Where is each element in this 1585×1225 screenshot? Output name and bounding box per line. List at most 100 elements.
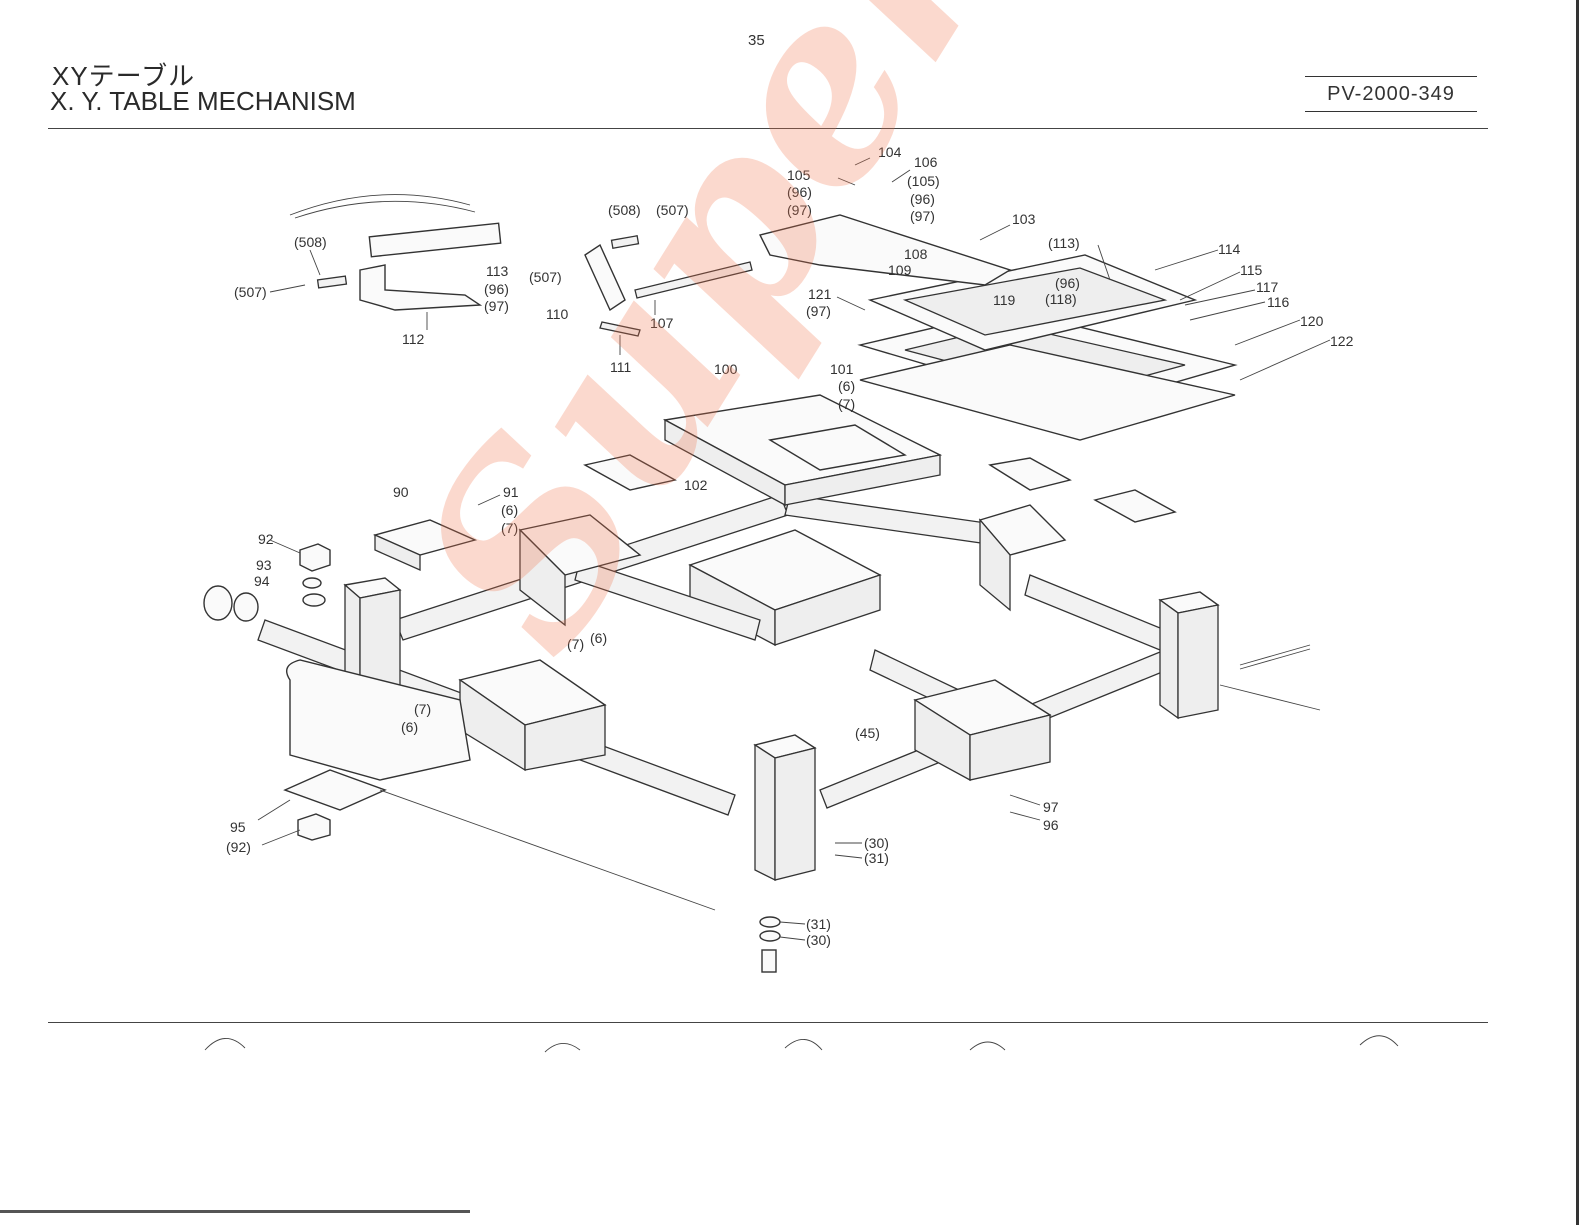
washer-93 — [302, 577, 322, 589]
bearing-block-right-center — [913, 679, 1052, 782]
callout-31-ref: (31) — [864, 850, 889, 866]
base-casting-left — [286, 659, 471, 781]
callout-labels: 104 106 105 (105) (96) (96) (97) (97) 10… — [226, 144, 1354, 948]
callout-107: 107 — [650, 315, 674, 331]
callout-507-ref: (507) — [234, 284, 267, 300]
callout-110: 110 — [546, 306, 569, 322]
callout-93: 93 — [256, 557, 272, 573]
pin-508-right — [610, 235, 640, 249]
callout-45-ref: (45) — [855, 725, 880, 741]
callout-121: 121 — [808, 286, 832, 302]
callout-30-ref: (30) — [864, 835, 889, 851]
air-cylinder-assembly — [289, 194, 502, 258]
base-plate-95 — [283, 769, 387, 811]
callout-7-ref: (7) — [501, 520, 518, 536]
callout-92: 92 — [258, 531, 274, 547]
callout-508-ref: (508) — [608, 202, 641, 218]
callout-120: 120 — [1300, 313, 1324, 329]
cross-rod — [574, 559, 761, 641]
callout-97: 97 — [1043, 799, 1059, 815]
callout-97-ref: (97) — [787, 202, 812, 218]
callout-30-ref: (30) — [806, 932, 831, 948]
callout-122: 122 — [1330, 333, 1354, 349]
callout-31-ref: (31) — [806, 916, 831, 932]
collar-left — [203, 585, 259, 622]
callout-108: 108 — [904, 246, 928, 262]
bearing-block-rear-center — [518, 514, 642, 627]
callout-118-ref: (118) — [1045, 291, 1077, 307]
bearing-block-right-rear — [978, 504, 1067, 612]
leader-lines — [257, 157, 1331, 941]
knob-92 — [299, 543, 331, 572]
cover-plate-right — [988, 457, 1072, 491]
callout-96-ref: (96) — [787, 184, 812, 200]
callout-104: 104 — [878, 144, 902, 160]
callout-103: 103 — [1012, 211, 1036, 227]
callout-97-ref: (97) — [910, 208, 935, 224]
callout-97-ref: (97) — [806, 303, 831, 319]
callout-114: 114 — [1218, 241, 1241, 257]
rod-107 — [634, 261, 753, 299]
callout-96-ref: (96) — [484, 281, 509, 297]
callout-507-ref: (507) — [529, 269, 562, 285]
callout-7-ref: (7) — [414, 701, 431, 717]
cover-plate-90 — [372, 519, 478, 572]
callout-90: 90 — [393, 484, 409, 500]
callout-6-ref: (6) — [401, 719, 418, 735]
callout-96: 96 — [1043, 817, 1059, 833]
title-english: X. Y. TABLE MECHANISM — [50, 86, 356, 116]
callout-91: 91 — [503, 484, 519, 500]
binder-hole-marks — [204, 1035, 1399, 1053]
far-right-rod — [1024, 574, 1166, 651]
center-carriage — [688, 529, 882, 647]
callout-96-ref: (96) — [1055, 275, 1080, 291]
callout-508-ref: (508) — [294, 234, 327, 250]
callout-119: 119 — [993, 292, 1016, 308]
callout-92-ref: (92) — [226, 839, 251, 855]
callout-109: 109 — [888, 262, 912, 278]
callout-115: 115 — [1240, 262, 1263, 278]
stand-foot-30-31 — [759, 916, 781, 973]
knob-92-lower — [297, 813, 331, 841]
callout-100: 100 — [714, 361, 738, 377]
callout-507-ref: (507) — [656, 202, 689, 218]
washer-94 — [302, 593, 326, 607]
callout-105-ref: (105) — [907, 173, 940, 189]
pin-111 — [599, 321, 641, 337]
footer-rule — [48, 1022, 1488, 1023]
rear-guide-rod-right — [784, 494, 1001, 546]
cover-plate-far-right — [1093, 489, 1177, 523]
base-long-edge — [379, 684, 1321, 911]
hoop-frame-122 — [859, 344, 1236, 441]
scan-edge-bottom — [0, 1210, 470, 1213]
callout-111: 111 — [610, 359, 631, 375]
callout-94: 94 — [254, 573, 270, 589]
callout-113: 113 — [486, 263, 509, 279]
cover-plate-102 — [583, 454, 677, 491]
callout-97-ref: (97) — [484, 298, 509, 314]
support-post-right — [1158, 591, 1220, 720]
callout-95: 95 — [230, 819, 246, 835]
callout-7-ref: (7) — [567, 636, 584, 652]
callout-96-ref: (96) — [910, 191, 935, 207]
right-end-bolt — [1239, 644, 1311, 670]
clamp-frame-119 — [867, 254, 1198, 351]
callout-7-ref: (7) — [838, 396, 855, 412]
bearing-block-front-center — [458, 659, 607, 772]
page-number: 35 — [748, 32, 765, 49]
callout-106: 106 — [914, 154, 938, 170]
callout-101: 101 — [830, 361, 854, 377]
drawing-code: PV-2000-349 — [1305, 76, 1477, 112]
callout-102: 102 — [684, 477, 708, 493]
callout-113-ref: (113) — [1048, 235, 1080, 251]
link-110 — [584, 243, 626, 312]
title-japanese: XYテーブル — [52, 61, 196, 91]
arm-103 — [758, 214, 1012, 286]
callout-6-ref: (6) — [838, 378, 855, 394]
base-plate-100 — [662, 394, 943, 507]
pin-508-left — [316, 275, 348, 289]
callout-116: 116 — [1267, 294, 1290, 310]
support-post-front — [753, 734, 817, 882]
callout-117: 117 — [1256, 279, 1279, 295]
